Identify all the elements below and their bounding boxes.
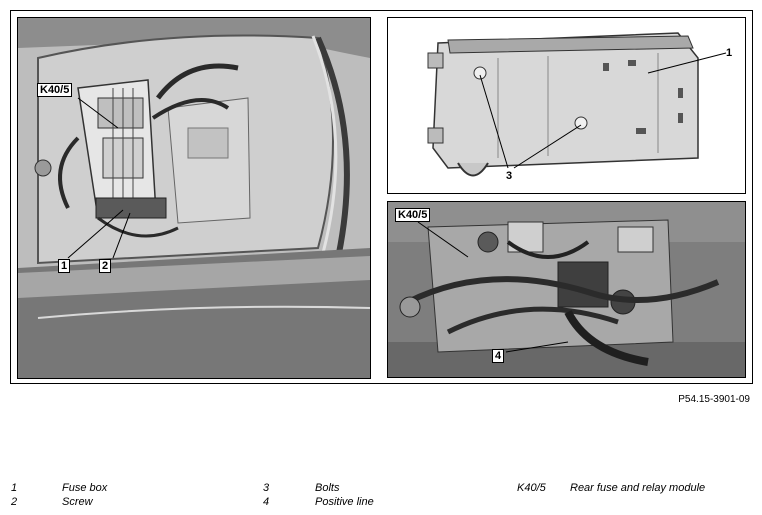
callout-4-bottom-right: 4 — [492, 349, 505, 363]
callout-2-left: 2 — [99, 259, 112, 273]
fuse-box-drawing — [387, 17, 746, 194]
legend-key-4: 4 — [263, 496, 270, 508]
legend-text-k40-5: Rear fuse and relay module — [570, 482, 706, 494]
callout-3-top-right: 3 — [506, 170, 513, 182]
legend-text-1: Fuse box — [62, 482, 108, 494]
legend-text-4: Positive line — [315, 496, 374, 508]
module-illustration — [388, 202, 745, 377]
legend-key-3: 3 — [263, 482, 270, 494]
legend-key-k40-5: K40/5 — [517, 482, 546, 494]
callout-1-left: 1 — [58, 259, 71, 273]
callout-k40-5-left: K40/5 — [37, 83, 73, 97]
trunk-illustration — [18, 18, 370, 378]
module-photo — [387, 201, 746, 378]
legend-key-2: 2 — [11, 496, 18, 508]
legend-text-2: Screw — [62, 496, 93, 508]
callout-k40-5-bottom-right: K40/5 — [395, 208, 431, 222]
callout-1-top-right: 1 — [726, 47, 733, 59]
fuse-box-illustration — [388, 18, 745, 193]
trunk-photo — [17, 17, 371, 379]
legend-key-1: 1 — [11, 482, 18, 494]
legend-text-3: Bolts — [315, 482, 340, 494]
figure-code: P54.15-3901-09 — [678, 394, 750, 405]
